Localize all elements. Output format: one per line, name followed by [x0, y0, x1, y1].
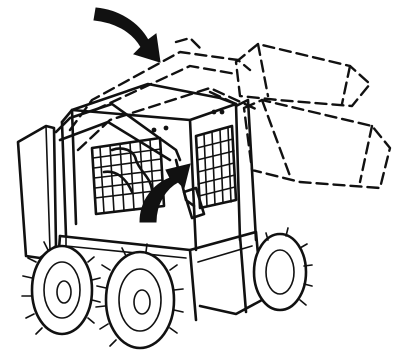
rear-engine-panel	[18, 126, 56, 258]
tilt-down-arrow-icon	[94, 8, 160, 62]
lift-arm	[56, 104, 204, 218]
front-left-wheel	[96, 244, 183, 348]
rear-left-wheel	[22, 238, 100, 334]
tilt-up-arrow-icon	[140, 164, 190, 222]
rear-right-wheel	[254, 228, 312, 310]
front-mesh-screen	[196, 126, 236, 208]
